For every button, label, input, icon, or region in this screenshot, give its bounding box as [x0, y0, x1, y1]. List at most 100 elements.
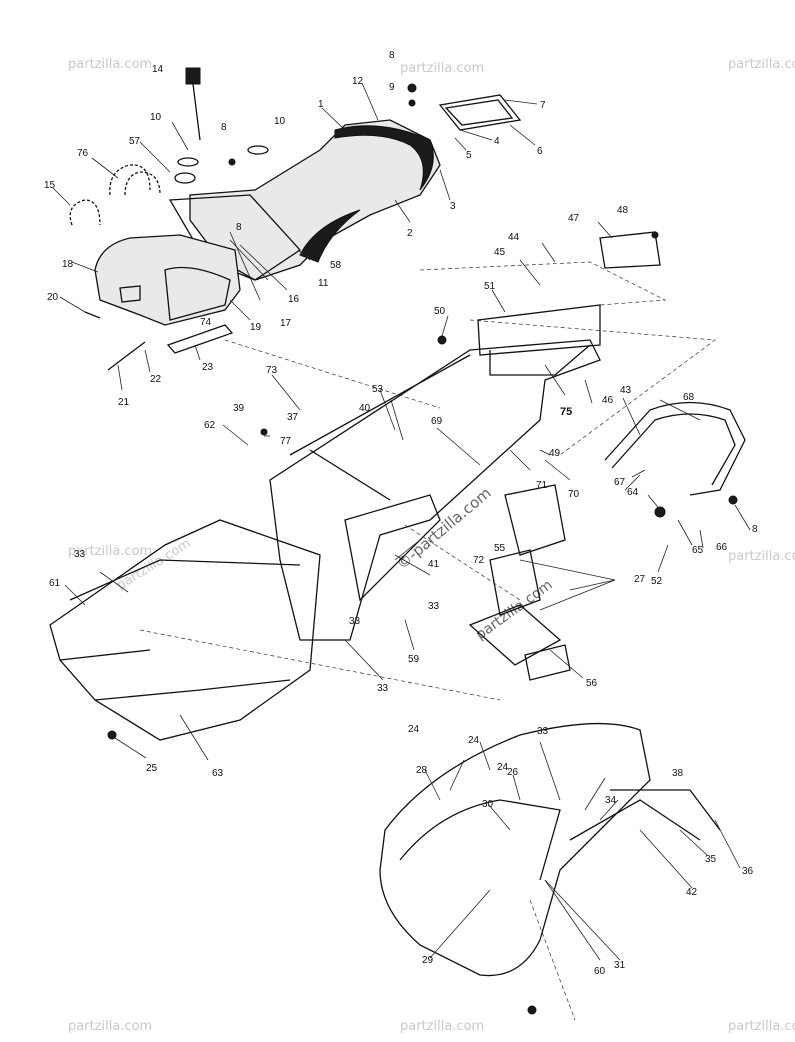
callout-33-c: 33: [349, 616, 361, 627]
callout-2: 2: [407, 228, 413, 239]
callout-26: 26: [507, 767, 519, 778]
callout-66: 66: [716, 542, 728, 553]
callout-33-e: 33: [537, 726, 549, 737]
callout-34: 34: [605, 795, 617, 806]
callout-18: 18: [62, 259, 74, 270]
callout-64: 64: [627, 487, 639, 498]
callout-45: 45: [494, 247, 506, 258]
callout-6: 6: [537, 146, 543, 157]
callout-40: 40: [359, 403, 371, 414]
snow-flap: [477, 231, 661, 356]
callout-48: 48: [617, 205, 629, 216]
callout-51: 51: [484, 281, 496, 292]
callout-67: 67: [614, 477, 626, 488]
callout-71: 71: [536, 480, 548, 491]
callout-33-d: 33: [377, 683, 389, 694]
callout-8-top: 8: [389, 50, 395, 61]
callout-77: 77: [280, 436, 292, 447]
callout-46: 46: [602, 395, 614, 406]
watermark-mid-left: partzilla.com: [68, 544, 152, 559]
seat-plate: [438, 94, 522, 131]
callout-9: 9: [389, 82, 395, 93]
callout-59: 59: [408, 654, 420, 665]
callout-27: 27: [634, 574, 646, 585]
callout-41: 41: [428, 559, 440, 570]
callout-75: 75: [560, 406, 572, 418]
callout-57: 57: [129, 136, 141, 147]
callout-38: 38: [672, 768, 684, 779]
callout-44: 44: [508, 232, 520, 243]
callout-56: 56: [586, 678, 598, 689]
callout-33-b: 33: [428, 601, 440, 612]
callout-31: 31: [614, 960, 626, 971]
callout-4: 4: [494, 136, 500, 147]
callout-55: 55: [494, 543, 506, 554]
callout-52: 52: [651, 576, 663, 587]
callout-14: 14: [152, 64, 164, 75]
tunnel: [269, 339, 601, 641]
callout-73: 73: [266, 365, 278, 376]
callout-10-right: 10: [274, 116, 286, 127]
callout-30: 30: [482, 799, 494, 810]
callout-37: 37: [287, 412, 299, 423]
watermark-bottom-right: partzilla.com: [728, 1019, 795, 1034]
callout-15: 15: [44, 180, 56, 191]
callout-16: 16: [288, 294, 300, 305]
watermark-top-left: partzilla.com: [68, 57, 152, 72]
callout-7: 7: [540, 100, 546, 111]
callout-19: 19: [250, 322, 262, 333]
watermark-mid-right: partzilla.com: [728, 549, 795, 564]
callout-11: 11: [318, 278, 329, 289]
callout-68: 68: [683, 392, 695, 403]
hoses: [69, 164, 161, 226]
callout-53: 53: [372, 384, 384, 395]
callout-8-left: 8: [221, 122, 227, 133]
callout-61: 61: [49, 578, 61, 589]
callout-24-c: 24: [497, 762, 509, 773]
callout-8-seat: 8: [236, 222, 242, 233]
callout-69: 69: [431, 416, 443, 427]
callout-1: 1: [318, 99, 324, 110]
callout-17: 17: [280, 318, 292, 329]
callout-8-bumper: 8: [752, 524, 758, 535]
watermark-bottom-left: partzilla.com: [68, 1019, 152, 1034]
fuel-tank: [84, 234, 241, 326]
callout-3: 3: [450, 201, 456, 212]
callout-33-a: 33: [74, 549, 86, 560]
callout-5: 5: [466, 150, 472, 161]
callout-43: 43: [620, 385, 632, 396]
fuel-gauge: [174, 67, 269, 184]
callout-36: 36: [742, 866, 754, 877]
callout-70: 70: [568, 489, 580, 500]
callout-20: 20: [47, 292, 59, 303]
callout-62: 62: [204, 420, 216, 431]
callout-65: 65: [692, 545, 704, 556]
leader-lines: [52, 82, 751, 961]
watermark-bottom-center: partzilla.com: [400, 1019, 484, 1034]
assembly-lines: [139, 261, 716, 1021]
callout-23: 23: [202, 362, 214, 373]
callout-58: 58: [330, 260, 342, 271]
callout-42: 42: [686, 887, 698, 898]
callout-24-b: 24: [468, 735, 480, 746]
tank-straps: [107, 324, 234, 371]
callout-12: 12: [352, 76, 364, 87]
footrest-brackets: [468, 484, 571, 681]
callout-10-left: 10: [150, 112, 162, 123]
rear-bumper: [604, 401, 746, 496]
fasteners: [107, 83, 738, 1015]
callout-76: 76: [77, 148, 89, 159]
callout-49: 49: [549, 448, 561, 459]
callouts: 1 2 3 4 5 6 7 8 8 8 8 9 10 10 11 12 14 1…: [44, 50, 758, 977]
callout-74: 74: [200, 317, 212, 328]
callout-39: 39: [233, 403, 245, 414]
callout-50: 50: [434, 306, 446, 317]
callout-21: 21: [118, 397, 130, 408]
belly-pan: [49, 519, 321, 741]
callout-35: 35: [705, 854, 717, 865]
callout-29: 29: [422, 955, 434, 966]
watermark-top-center: partzilla.com: [400, 61, 484, 76]
callout-22: 22: [150, 374, 162, 385]
callout-60: 60: [594, 966, 606, 977]
